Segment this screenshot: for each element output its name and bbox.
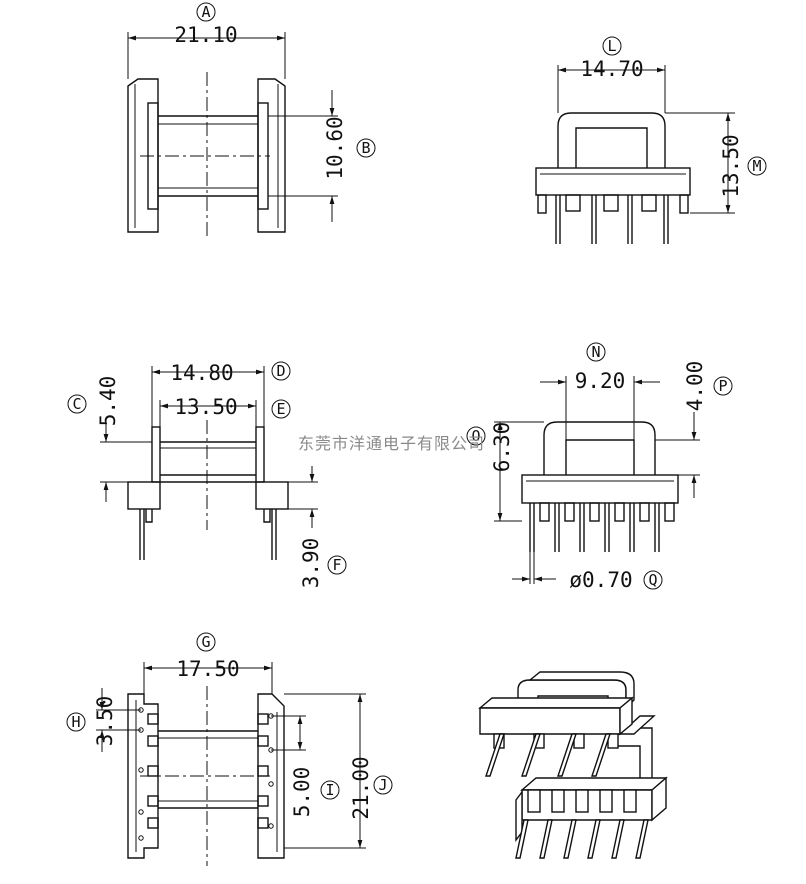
dimension-p-value: 4.00 <box>683 361 707 412</box>
dimension-i-letter: I <box>325 781 334 799</box>
dimension-n-letter: N <box>591 343 600 361</box>
bobbin-bottom-body <box>127 686 285 866</box>
dimension-d-value: 14.80 <box>170 361 233 385</box>
bobbin-pins-body <box>521 421 679 552</box>
dimension-h: 3.50 H <box>66 688 141 752</box>
dimension-f-value: 3.90 <box>299 538 323 589</box>
dimension-f: 3.90 F <box>288 466 347 589</box>
view-side: 5.40 C 14.80 D 13.50 E 3.90 F <box>67 361 347 589</box>
dimension-b-letter: B <box>361 139 370 157</box>
dimension-f-letter: F <box>332 556 341 574</box>
bobbin-front-body <box>535 112 691 244</box>
dimension-q-letter: Q <box>648 571 657 589</box>
dimension-b: 10.60 B <box>268 90 376 222</box>
dimension-o: 6.30 O <box>466 421 544 522</box>
isometric-lower-part <box>515 715 668 859</box>
dimension-g-value: 17.50 <box>176 657 239 681</box>
watermark-company-name: 东莞市洋通电子有限公司 <box>298 434 485 453</box>
view-bottom: 17.50 G 3.50 H 5.00 I 21.00 J <box>66 632 393 866</box>
dimension-e-letter: E <box>276 400 285 418</box>
dimension-l-letter: L <box>607 37 616 55</box>
dimension-h-letter: H <box>71 713 80 731</box>
view-isometric <box>478 671 668 859</box>
dimension-q: ø0.70 Q <box>512 552 663 592</box>
dimension-m-value: 13.50 <box>719 134 743 197</box>
isometric-upper-part <box>478 671 635 777</box>
bobbin-top-body <box>127 72 286 238</box>
dimension-e-value: 13.50 <box>174 395 237 419</box>
dimension-e: 13.50 E <box>159 395 291 442</box>
dimension-p-letter: P <box>718 377 727 395</box>
dimension-j: 21.00 J <box>284 693 393 849</box>
dimension-b-value: 10.60 <box>323 116 347 179</box>
dimension-o-letter: O <box>471 427 480 445</box>
dimension-p: 4.00 P <box>655 361 733 498</box>
dimension-n-value: 9.20 <box>575 369 626 393</box>
dimension-j-letter: J <box>378 776 387 794</box>
dimension-g: 17.50 G <box>143 632 273 694</box>
dimension-j-value: 21.00 <box>349 756 373 819</box>
dimension-a-letter: A <box>201 3 210 21</box>
dimension-d-letter: D <box>276 362 285 380</box>
dimension-n: 9.20 N <box>540 342 660 440</box>
dimension-a-value: 21.10 <box>174 23 237 47</box>
dimension-o-value: 6.30 <box>490 422 514 473</box>
dimension-i-value: 5.00 <box>290 767 314 818</box>
dimension-m-letter: M <box>752 157 761 175</box>
dimension-m: 13.50 M <box>665 112 767 214</box>
dimension-c: 5.40 C <box>67 376 152 502</box>
view-pins: 9.20 N 6.30 O 4.00 P ø0.70 <box>466 342 733 592</box>
dimension-q-value: ø0.70 <box>569 568 632 592</box>
dimension-i: 5.00 I <box>271 715 340 818</box>
dimension-g-letter: G <box>201 633 210 651</box>
dimension-l-value: 14.70 <box>580 57 643 81</box>
dimension-c-letter: C <box>72 395 81 413</box>
view-top: 21.10 A 10.60 B <box>127 2 376 238</box>
dimension-l: 14.70 L <box>557 36 666 113</box>
dimension-a: 21.10 A <box>127 2 286 79</box>
dimension-h-value: 3.50 <box>93 696 117 747</box>
dimension-d: 14.80 D <box>151 361 291 427</box>
dimension-c-value: 5.40 <box>96 376 120 427</box>
view-front: 14.70 L 13.50 M <box>535 36 767 244</box>
bobbin-side-body <box>127 420 289 560</box>
